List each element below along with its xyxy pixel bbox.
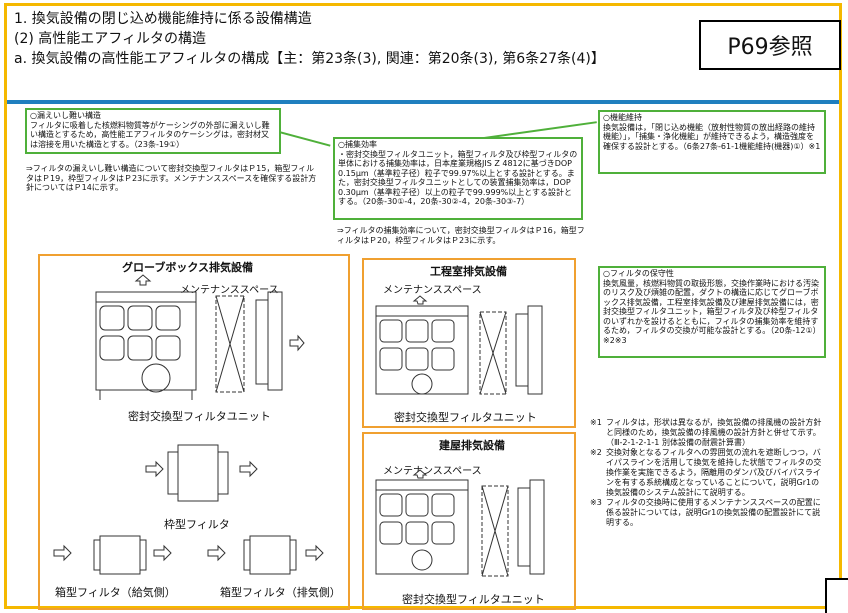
divider-bar [7, 100, 839, 104]
box-filter-supply-caption: 箱型フィルタ（給気側） [55, 586, 176, 599]
glovebox-filter-unit-drawing [95, 274, 305, 400]
glovebox-maintenance-space-label: メンテナンススペース [180, 285, 279, 296]
process-room-exhaust-panel [362, 258, 576, 428]
glovebox-filter-unit-caption: 密封交換型フィルタユニット [128, 410, 271, 423]
collection-efficiency-body: ・密封交換型フィルタユニット，箱型フィルタ及び枠型フィルタの単体における捕集効率… [338, 149, 578, 207]
building-filter-unit-drawing [375, 469, 545, 577]
header-line-2: (2) 高性能エアフィルタの構造 [14, 31, 207, 47]
collection-efficiency-box: ○捕集効率 ・密封交換型フィルタユニット，箱型フィルタ及び枠型フィルタの単体にお… [333, 137, 583, 220]
header-line-3: a. 換気設備の高性能エアフィルタの構成【主：第23条(3), 関連：第20条(… [14, 51, 605, 67]
glovebox-exhaust-title: グローブボックス排気設備 [122, 261, 254, 274]
leak-proof-title: ○漏えいし難い構造 [30, 111, 101, 120]
function-maintenance-box: ○機能維持 換気設備は，「閉じ込め機能（放射性物質の放出経路の維持機能）」，「捕… [598, 110, 826, 174]
filter-maintainability-title: ○フィルタの保守性 [603, 269, 674, 278]
slide-frame [4, 3, 842, 609]
filter-maintainability-body: 換気風量，核燃料物質の取扱形態，交換作業時における汚染のリスク及び煩雑の配置，ダ… [603, 278, 821, 345]
building-maintenance-space-label: メンテナンススペース [383, 466, 482, 477]
building-exhaust-panel [362, 432, 576, 610]
collection-efficiency-note: ⇒フィルタの捕集効率について，密封交換型フィルタはＰ16，箱型フィルタはＰ20，… [337, 226, 585, 245]
process-room-filter-unit-drawing [375, 295, 543, 395]
process-room-exhaust-title: 工程室排気設備 [430, 265, 507, 278]
header-line-1: 1. 換気設備の閉じ込め機能維持に係る設備構造 [14, 11, 312, 27]
box-filter-exhaust-caption: 箱型フィルタ（排気側） [220, 586, 341, 599]
box-filter-exhaust-drawing [207, 535, 324, 575]
building-exhaust-title: 建屋排気設備 [439, 439, 505, 452]
box-filter-supply-drawing [53, 535, 172, 575]
building-filter-unit-caption: 密封交換型フィルタユニット [402, 593, 545, 606]
function-maintenance-body: 換気設備は，「閉じ込め機能（放射性物質の放出経路の維持機能）」，「捕集・浄化機能… [603, 122, 821, 151]
leak-proof-body: フィルタに吸着した核燃料物質等がケーシングの外部に漏えいし難い構造とするため，高… [30, 120, 270, 149]
frame-filter-caption: 枠型フィルタ [164, 518, 230, 531]
leak-proof-box: ○漏えいし難い構造 フィルタに吸着した核燃料物質等がケーシングの外部に漏えいし難… [25, 108, 281, 154]
collection-efficiency-title: ○捕集効率 [338, 140, 377, 149]
process-filter-unit-caption: 密封交換型フィルタユニット [394, 411, 537, 424]
page-corner-box [825, 578, 848, 613]
process-maintenance-space-label: メンテナンススペース [383, 285, 482, 296]
frame-filter-drawing [145, 444, 258, 502]
leak-proof-note: ⇒フィルタの漏えいし難い構造について密封交換型フィルタはＰ15，箱型フィルタはＰ… [26, 164, 317, 192]
glovebox-exhaust-panel [38, 254, 350, 610]
reference-badge: P69参照 [699, 20, 841, 70]
filter-maintainability-box: ○フィルタの保守性 換気風量，核燃料物質の取扱形態，交換作業時における汚染のリス… [598, 266, 826, 358]
function-maintenance-title: ○機能維持 [603, 113, 642, 122]
